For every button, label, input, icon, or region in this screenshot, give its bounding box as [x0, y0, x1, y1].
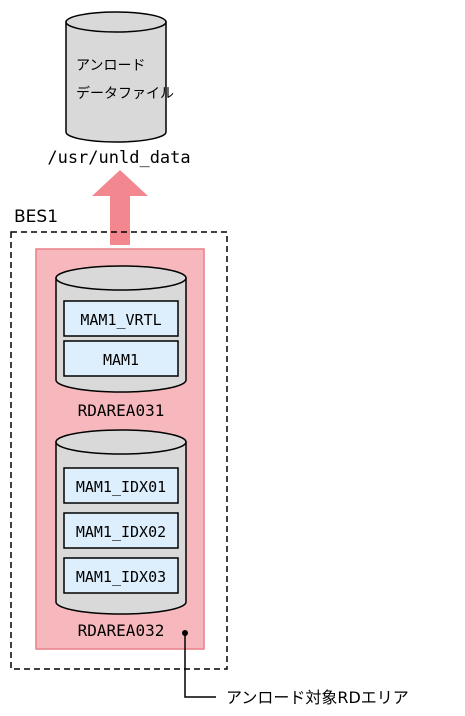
- table-label: MAM1_IDX02: [76, 523, 166, 541]
- table-label: MAM1_VRTL: [80, 311, 161, 329]
- table-label: MAM1_IDX03: [76, 568, 166, 586]
- unload-arrow: [92, 170, 148, 245]
- table-box: MAM1_IDX03: [63, 557, 179, 594]
- server-boundary: [10, 231, 228, 670]
- unload-data-file-cylinder: アンロード データファイル: [65, 11, 174, 143]
- file-label-line2: データファイル: [76, 85, 174, 102]
- callout-label: アンロード対象RDエリア: [226, 688, 409, 707]
- table-label: MAM1: [103, 351, 139, 369]
- table-box: MAM1_VRTL: [63, 300, 179, 337]
- table-box: MAM1_IDX02: [63, 512, 179, 549]
- table-box: MAM1_IDX01: [63, 467, 179, 504]
- table-box: MAM1: [63, 340, 179, 377]
- rdarea031-label: RDAREA031: [78, 401, 165, 420]
- callout-line: [184, 633, 216, 698]
- server-label: BES1: [14, 207, 58, 227]
- table-label: MAM1_IDX01: [76, 478, 166, 496]
- rdarea032-label: RDAREA032: [78, 621, 165, 640]
- file-path-label: /usr/unld_data: [47, 148, 190, 168]
- file-label-line1: アンロード: [76, 58, 145, 74]
